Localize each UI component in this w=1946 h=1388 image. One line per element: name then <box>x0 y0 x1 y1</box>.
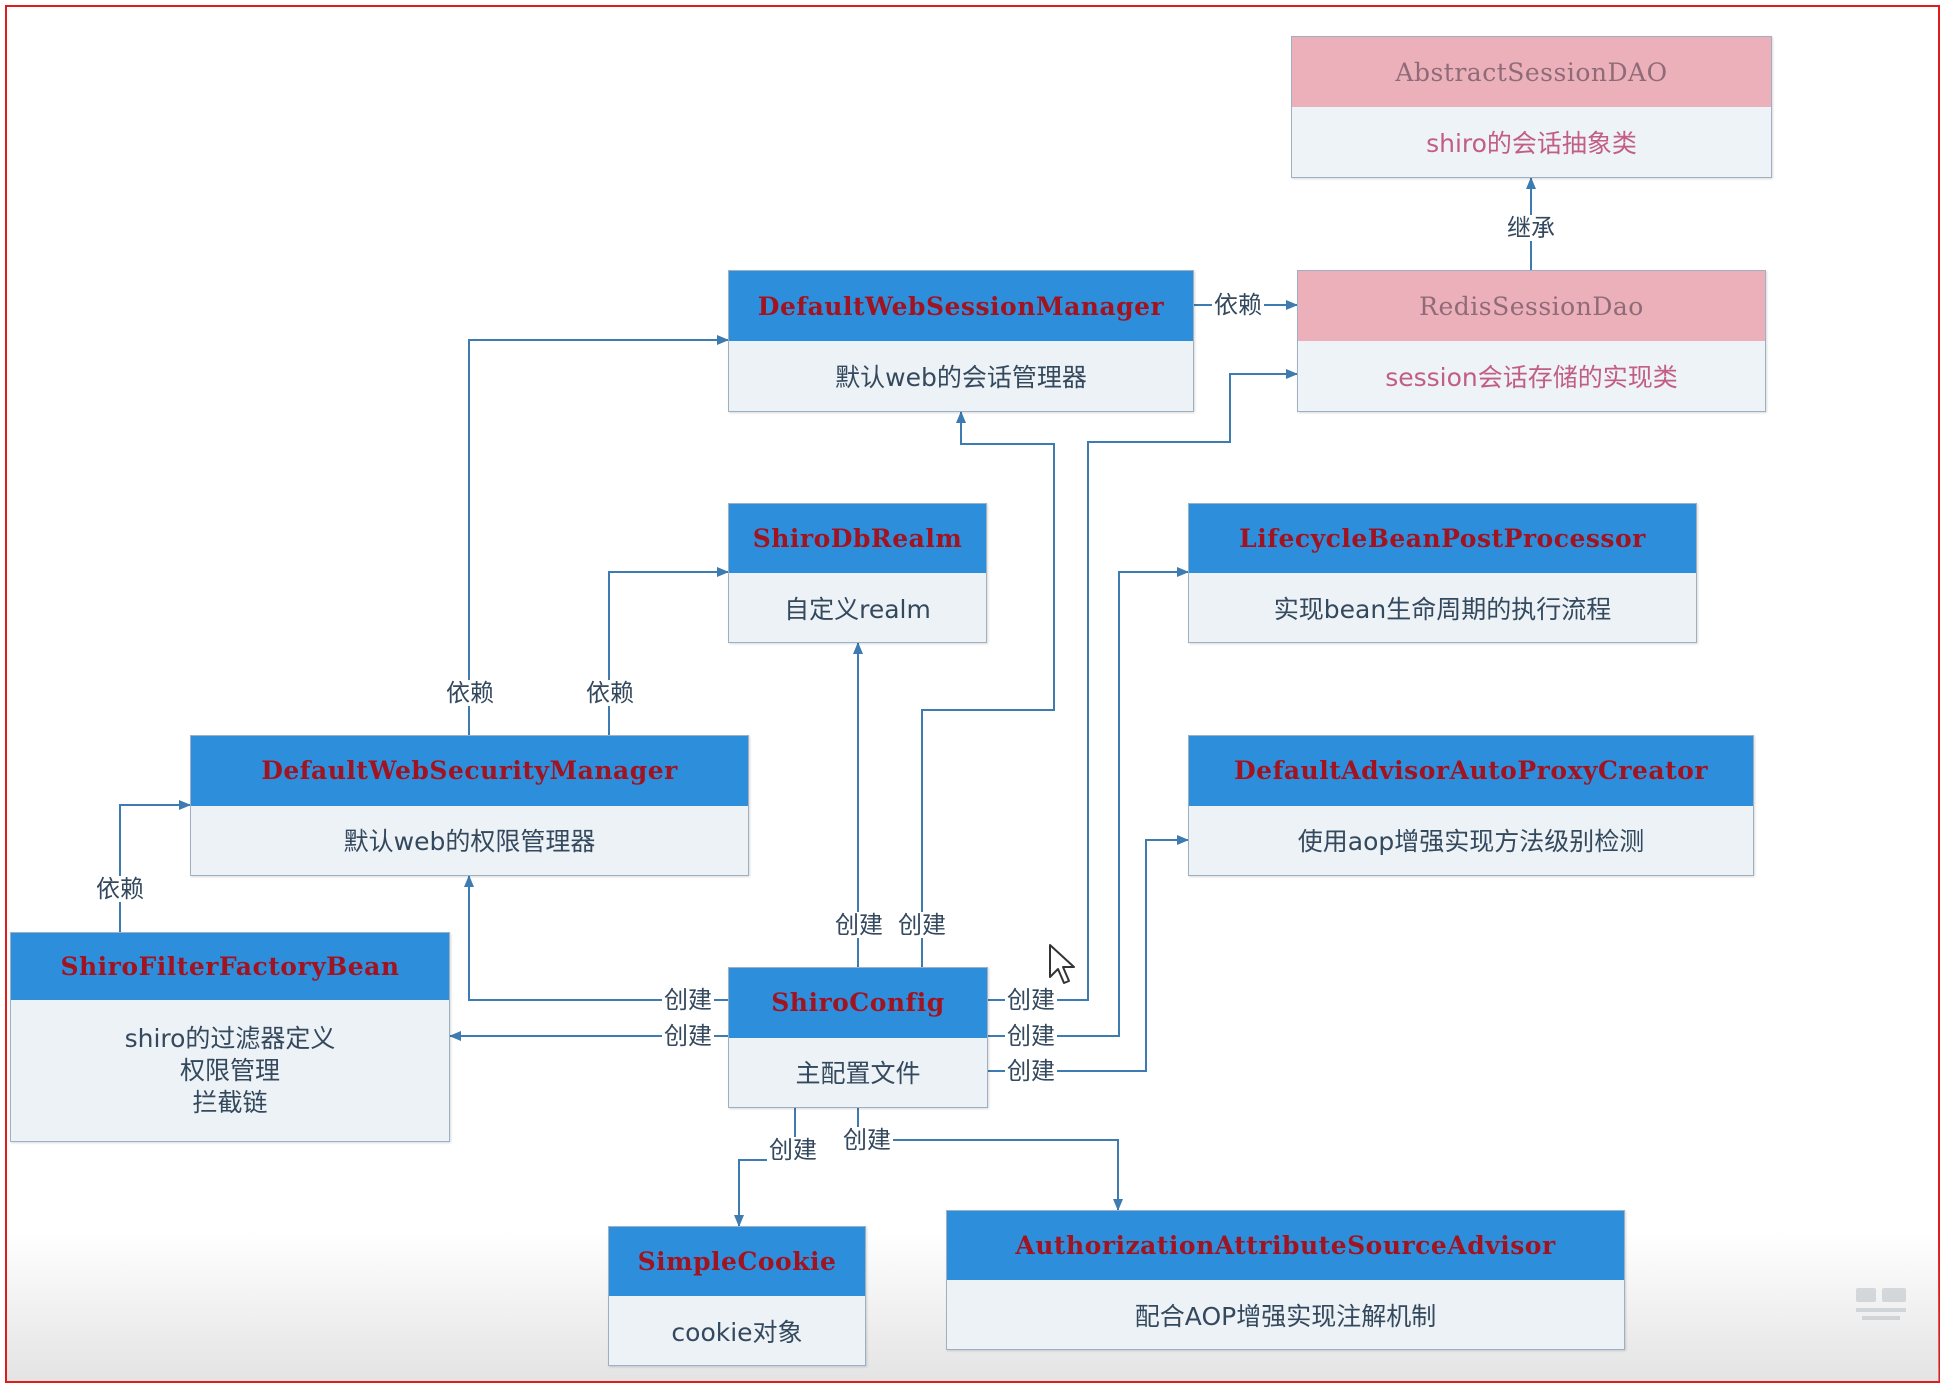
node-title: DefaultWebSessionManager <box>729 271 1193 341</box>
edge-depend-security-to-realm <box>608 567 729 735</box>
node-desc: 主配置文件 <box>729 1037 987 1107</box>
edge-create-config-to-session-manager <box>921 411 1055 967</box>
edge-label-create: 创建 <box>1005 986 1057 1014</box>
edge-create-config-to-cookie <box>734 1108 796 1227</box>
node-default-web-security-manager: DefaultWebSecurityManager 默认web的权限管理器 <box>190 735 749 876</box>
node-abstract-session-dao: AbstractSessionDAO shiro的会话抽象类 <box>1291 36 1772 178</box>
node-desc-line: shiro的过滤器定义 <box>124 1023 336 1053</box>
node-desc: 配合AOP增强实现注解机制 <box>947 1280 1624 1349</box>
node-desc-line: 拦截链 <box>192 1087 268 1117</box>
edge-label-depend: 依赖 <box>444 679 496 707</box>
node-desc: shiro的会话抽象类 <box>1292 107 1771 177</box>
node-redis-session-dao: RedisSessionDao session会话存储的实现类 <box>1297 270 1766 412</box>
node-desc: 默认web的会话管理器 <box>729 341 1193 411</box>
node-desc: 使用aop增强实现方法级别检测 <box>1189 805 1753 875</box>
node-title: DefaultAdvisorAutoProxyCreator <box>1189 736 1753 806</box>
node-title: AbstractSessionDAO <box>1292 37 1771 107</box>
node-title: SimpleCookie <box>609 1227 865 1296</box>
node-title: AuthorizationAttributeSourceAdvisor <box>947 1211 1624 1280</box>
edge-create-config-to-advisor-creator <box>988 835 1189 1072</box>
edge-create-config-to-redis <box>988 369 1298 1001</box>
node-title: ShiroDbRealm <box>729 504 986 573</box>
node-lifecycle-bean-post-processor: LifecycleBeanPostProcessor 实现bean生命周期的执行… <box>1188 503 1697 643</box>
edge-depend-security-to-session-manager <box>468 335 729 735</box>
edge-label-create: 创建 <box>1005 1022 1057 1050</box>
node-shiro-db-realm: ShiroDbRealm 自定义realm <box>728 503 987 643</box>
node-desc: shiro的过滤器定义 权限管理 拦截链 <box>11 1000 449 1141</box>
node-desc: session会话存储的实现类 <box>1298 341 1765 411</box>
edge-label-create: 创建 <box>662 1022 714 1050</box>
node-desc: 实现bean生命周期的执行流程 <box>1189 573 1696 642</box>
edge-create-config-to-authz-advisor <box>857 1108 1123 1211</box>
edge-label-create: 创建 <box>767 1136 819 1164</box>
node-shiro-filter-factory-bean: ShiroFilterFactoryBean shiro的过滤器定义 权限管理 … <box>10 932 450 1142</box>
edge-create-config-to-security <box>464 875 728 1001</box>
edge-label-depend: 依赖 <box>1212 291 1264 319</box>
edge-label-create: 创建 <box>1005 1057 1057 1085</box>
watermark-logo <box>1856 1288 1906 1320</box>
diagram-frame <box>5 5 1940 1383</box>
edge-depend-filter-to-security <box>119 800 191 932</box>
node-default-advisor-auto-proxy-creator: DefaultAdvisorAutoProxyCreator 使用aop增强实现… <box>1188 735 1754 876</box>
edge-label-inherit: 继承 <box>1505 214 1557 242</box>
node-title: RedisSessionDao <box>1298 271 1765 341</box>
node-authorization-attribute-source-advisor: AuthorizationAttributeSourceAdvisor 配合AO… <box>946 1210 1625 1350</box>
node-desc-line: 权限管理 <box>179 1055 280 1085</box>
edge-label-create: 创建 <box>662 986 714 1014</box>
node-desc: cookie对象 <box>609 1296 865 1365</box>
node-desc: 默认web的权限管理器 <box>191 805 748 875</box>
edge-label-create: 创建 <box>896 911 948 939</box>
edge-label-depend: 依赖 <box>584 679 636 707</box>
node-title: LifecycleBeanPostProcessor <box>1189 504 1696 573</box>
node-default-web-session-manager: DefaultWebSessionManager 默认web的会话管理器 <box>728 270 1194 412</box>
edge-label-create: 创建 <box>841 1126 893 1154</box>
node-desc: 自定义realm <box>729 573 986 642</box>
node-title: ShiroConfig <box>729 968 987 1038</box>
node-shiro-config: ShiroConfig 主配置文件 <box>728 967 988 1108</box>
node-simple-cookie: SimpleCookie cookie对象 <box>608 1226 866 1366</box>
edge-label-create: 创建 <box>833 911 885 939</box>
node-title: DefaultWebSecurityManager <box>191 736 748 806</box>
node-title: ShiroFilterFactoryBean <box>11 933 449 1000</box>
mouse-cursor-icon <box>1049 944 1075 984</box>
edge-label-depend: 依赖 <box>94 875 146 903</box>
